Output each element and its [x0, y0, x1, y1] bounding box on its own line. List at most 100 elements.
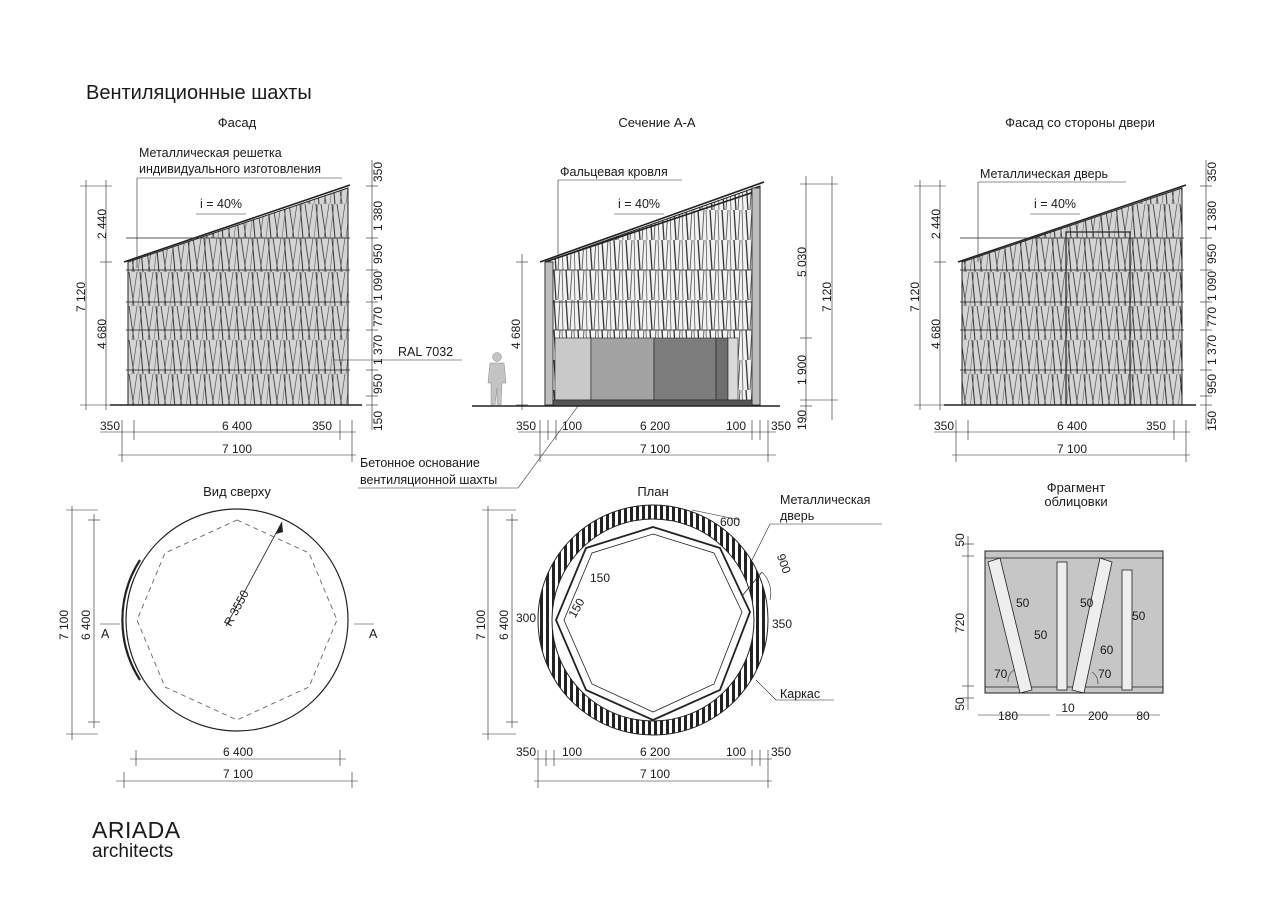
top-view	[100, 508, 374, 732]
dim-350-facade-br: 350	[312, 419, 332, 433]
dim-2440-door: 2 440	[929, 209, 943, 239]
fragment-dims	[962, 536, 1160, 716]
section-dims-bottom	[518, 420, 776, 462]
dim-200-frag: 200	[1088, 709, 1108, 723]
cut-mark-right: A	[369, 627, 378, 641]
facade-dims-left	[80, 180, 112, 410]
dim-1090-door: 1 090	[1205, 271, 1219, 301]
base-label-line1: Бетонное основание	[360, 456, 480, 470]
slope-label-door: i = 40%	[1034, 197, 1076, 211]
dim-7100-top-v: 7 100	[57, 610, 71, 640]
dim-350-door-bl: 350	[934, 419, 954, 433]
dim-350-door-r: 350	[1205, 162, 1219, 182]
dim-350-section-bl: 350	[516, 419, 536, 433]
dim-1370-door: 1 370	[1205, 335, 1219, 365]
dim-350-facade-bl: 350	[100, 419, 120, 433]
dim-10-frag: 10	[1061, 701, 1075, 715]
slope-label-facade: i = 40%	[200, 197, 242, 211]
facade-dims-bottom	[100, 420, 356, 462]
dim-60-frag: 60	[1100, 643, 1114, 657]
dim-950-facade-a: 950	[371, 244, 385, 264]
dim-2440-facade: 2 440	[95, 209, 109, 239]
dim-4680-door: 4 680	[929, 319, 943, 349]
dim-6400-top-v: 6 400	[79, 610, 93, 640]
section-dims-right	[800, 176, 838, 420]
door-plan-label-line2: дверь	[780, 509, 814, 523]
base-label-line2: вентиляционной шахты	[360, 473, 497, 487]
dim-5030-section: 5 030	[795, 247, 809, 277]
dim-70-frag-a: 70	[994, 667, 1008, 681]
dim-1900-section: 1 900	[795, 355, 809, 385]
door-facade-dims-right	[1200, 160, 1212, 430]
door-facade-dims-bottom	[934, 420, 1190, 462]
dim-350-plan-br: 350	[771, 745, 791, 759]
dim-7120-section: 7 120	[820, 282, 834, 312]
brand-name: ARIADA	[92, 817, 181, 843]
dim-50-frag-a: 50	[1016, 596, 1030, 610]
dim-350-facade-r: 350	[371, 162, 385, 182]
section-view	[472, 181, 780, 407]
dim-350-plan-r: 350	[772, 617, 792, 631]
dim-7100-plan-v: 7 100	[474, 610, 488, 640]
sheet-title: Вентиляционные шахты	[86, 82, 312, 104]
dim-600-plan: 600	[720, 515, 740, 529]
dim-7100-top-h: 7 100	[223, 767, 253, 781]
dim-50-frag-d: 50	[1132, 609, 1146, 623]
section-dims-left	[516, 254, 528, 410]
facade-title: Фасад	[218, 115, 257, 130]
door-facade-dims-left	[914, 180, 946, 410]
dim-900-plan: 900	[774, 552, 794, 576]
grille-label-line2: индивидуального изготовления	[139, 162, 321, 176]
dim-1090-facade: 1 090	[371, 271, 385, 301]
dim-6400-top-h: 6 400	[223, 745, 253, 759]
dim-1380-door: 1 380	[1205, 201, 1219, 231]
dim-7120-facade: 7 120	[74, 282, 88, 312]
radius-label: R 3550	[221, 587, 252, 628]
dim-350-plan-bl: 350	[516, 745, 536, 759]
dim-6400-facade: 6 400	[222, 419, 252, 433]
plan-dims	[482, 506, 882, 788]
dim-950-door-a: 950	[1205, 244, 1219, 264]
fragment-title-line1: Фрагмент	[1047, 480, 1105, 495]
dim-1380-facade: 1 380	[371, 201, 385, 231]
dim-150-facade: 150	[371, 411, 385, 431]
ral-label: RAL 7032	[398, 345, 453, 359]
door-facade-title: Фасад со стороны двери	[1005, 115, 1155, 130]
dim-770-door: 770	[1205, 307, 1219, 327]
dim-100-section-l: 100	[562, 419, 582, 433]
dim-4680-section: 4 680	[509, 319, 523, 349]
dim-720-frag: 720	[953, 613, 967, 633]
cut-mark-left: A	[101, 627, 110, 641]
dim-6200-plan: 6 200	[640, 745, 670, 759]
dim-50-frag-bot: 50	[953, 697, 967, 711]
dim-6200-section: 6 200	[640, 419, 670, 433]
dim-6400-door: 6 400	[1057, 419, 1087, 433]
dim-180-frag: 180	[998, 709, 1018, 723]
dim-7120-door: 7 120	[908, 282, 922, 312]
door-facade-elevation	[944, 184, 1196, 406]
dim-190-section: 190	[795, 410, 809, 430]
dim-50-frag-b: 50	[1034, 628, 1048, 642]
dim-4680-facade: 4 680	[95, 319, 109, 349]
facade-elevation	[110, 184, 362, 406]
facade-dims-right	[366, 160, 378, 430]
top-view-title: Вид сверху	[203, 484, 271, 499]
dim-350-section-br: 350	[771, 419, 791, 433]
dim-950-facade-b: 950	[371, 374, 385, 394]
dim-350-door-br: 350	[1146, 419, 1166, 433]
plan-title: План	[637, 484, 668, 499]
dim-300-plan: 300	[516, 611, 536, 625]
door-label: Металлическая дверь	[980, 167, 1108, 181]
frame-label: Каркас	[780, 687, 820, 701]
dim-100-plan-l: 100	[562, 745, 582, 759]
fragment-title-line2: облицовки	[1044, 494, 1107, 509]
slope-label-section: i = 40%	[618, 197, 660, 211]
dim-100-plan-r: 100	[726, 745, 746, 759]
dim-770-facade: 770	[371, 307, 385, 327]
dim-70-frag-b: 70	[1098, 667, 1112, 681]
dim-950-door-b: 950	[1205, 374, 1219, 394]
dim-1370-facade: 1 370	[371, 335, 385, 365]
plan-view	[537, 504, 772, 736]
cladding-fragment	[984, 550, 1164, 694]
